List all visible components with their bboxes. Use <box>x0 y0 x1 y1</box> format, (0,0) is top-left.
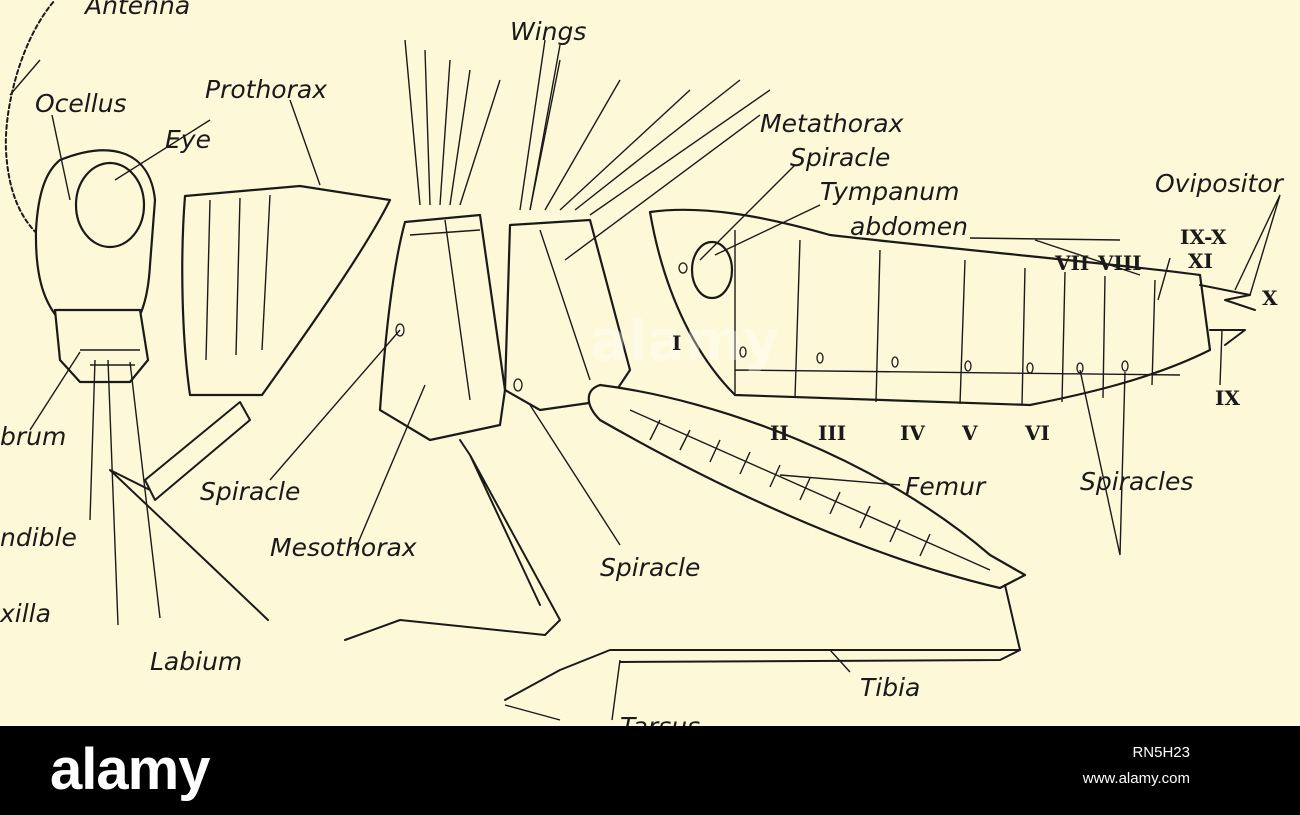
label-mesothorax: Mesothorax <box>270 533 417 562</box>
middle-leg-shape <box>344 439 561 641</box>
watermark-footer: alamy RN5H23 www.alamy.com <box>0 726 1300 815</box>
label-spiracle-meta: Spiracle <box>600 553 700 582</box>
label-antenna: Antenna <box>83 0 190 20</box>
label-prothorax: Prothorax <box>205 75 327 104</box>
label-wings: Wings <box>510 17 586 46</box>
femur-hatching <box>629 409 991 571</box>
segment-1: I <box>672 331 681 355</box>
mouthparts-shape <box>53 308 150 384</box>
label-ocellus: Ocellus <box>35 89 127 118</box>
label-spiracle-pro: Spiracle <box>200 477 300 506</box>
label-tarsus: Tarsus <box>620 712 700 726</box>
label-labrum: brum <box>0 422 66 451</box>
compound-eye-shape <box>74 161 146 249</box>
label-mandible: ndible <box>0 523 77 552</box>
label-femur: Femur <box>905 472 987 501</box>
label-ovipositor: Ovipositor <box>1155 169 1285 198</box>
foreleg-shape <box>109 401 269 621</box>
label-tibia: Tibia <box>860 673 920 702</box>
segment-5: V <box>961 421 978 445</box>
watermark-center: alamy <box>590 309 780 374</box>
label-tympanum: Tympanum <box>820 177 959 206</box>
watermark-brand: alamy <box>50 737 210 802</box>
grasshopper-anatomy-diagram: alamy Antenna Ocellus Eye Prothorax Wing… <box>0 0 1285 726</box>
abdomen-shape <box>648 208 1212 407</box>
label-eye: Eye <box>165 125 211 154</box>
abdomen-segments <box>734 230 1181 406</box>
spiracle-dots <box>395 262 1129 392</box>
segment-11: XI <box>1188 249 1213 273</box>
watermark-stock-id: RN5H23 <box>1132 744 1190 761</box>
label-spiracle-top: Spiracle <box>790 143 890 172</box>
segment-8: VIII <box>1097 251 1142 275</box>
wing-lines <box>404 39 771 216</box>
leader-lines <box>9 44 1281 721</box>
label-abdomen: abdomen <box>850 212 968 241</box>
prothorax-shape <box>181 184 392 397</box>
label-maxilla: xilla <box>0 599 51 628</box>
segment-2: II <box>770 421 789 445</box>
metathorax-grooves <box>539 229 591 381</box>
segment-10: X <box>1262 286 1278 310</box>
label-spiracles: Spiracles <box>1080 467 1193 496</box>
segment-3: III <box>818 421 846 445</box>
watermark-site: www.alamy.com <box>1082 770 1190 787</box>
segment-9-10: IX-X <box>1180 225 1227 249</box>
prothorax-grooves <box>205 194 271 361</box>
tympanum-shape <box>690 240 734 300</box>
segment-6: VI <box>1024 421 1050 445</box>
segment-9: IX <box>1215 386 1240 410</box>
mesothorax-grooves <box>409 219 481 401</box>
segment-4: IV <box>900 421 925 445</box>
mesothorax-shape <box>378 213 507 442</box>
hind-tibia-shape <box>504 584 1021 701</box>
label-labium: Labium <box>150 647 242 676</box>
antenna-shape <box>4 0 56 239</box>
labium-shape <box>80 349 140 366</box>
segment-7: VII <box>1054 251 1089 275</box>
label-metathorax: Metathorax <box>760 109 904 138</box>
